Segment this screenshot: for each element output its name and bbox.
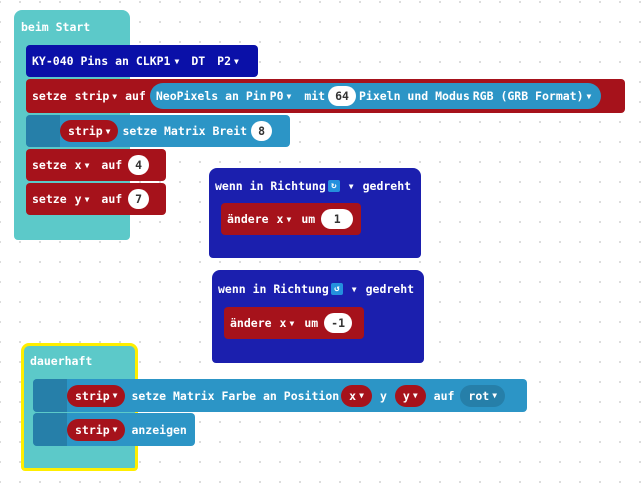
strip-var-value: strip — [75, 388, 110, 403]
by-label: um — [304, 316, 319, 330]
set-label: setze — [32, 158, 67, 172]
chevron-down-icon: ▼ — [174, 56, 180, 66]
y-var-value: y — [402, 388, 410, 403]
neopixel-label: NeoPixels an Pin — [155, 89, 267, 103]
set-label: setze — [32, 89, 67, 103]
chevron-down-icon: ▼ — [112, 391, 118, 400]
chevron-down-icon: ▼ — [105, 126, 111, 136]
show-label: anzeigen — [131, 422, 187, 437]
ky040-label: KY-040 Pins an CLKP1 — [32, 54, 171, 68]
pixels-mode-label: Pixeln und Modus — [358, 89, 470, 103]
direction-dropdown[interactable]: ↺ ▼ — [329, 283, 357, 295]
dt-label: DT — [191, 54, 206, 68]
x-var-dropdown[interactable]: x ▼ — [280, 316, 295, 330]
chevron-down-icon: ▼ — [351, 284, 357, 294]
y-var-dropdown[interactable]: y ▼ — [75, 192, 90, 206]
x-var-value: x — [276, 212, 284, 226]
chevron-down-icon: ▼ — [112, 91, 118, 101]
on-turn-cw-header: wenn in Richtung ↻ ▼ gedreht — [215, 179, 411, 193]
direction-dropdown[interactable]: ↻ ▼ — [326, 180, 354, 192]
mode-dropdown[interactable]: RGB (GRB Format) ▼ — [473, 89, 592, 103]
set-label: setze — [32, 192, 67, 206]
chevron-down-icon: ▼ — [348, 181, 354, 191]
chevron-down-icon: ▼ — [492, 391, 498, 400]
mode-value: RGB (GRB Format) — [472, 89, 584, 103]
color-value: rot — [468, 388, 490, 403]
change-label: ändere — [230, 316, 272, 330]
by-label: um — [301, 212, 316, 226]
chevron-down-icon: ▼ — [359, 391, 364, 400]
y-var-value: y — [74, 192, 82, 206]
forever-label: dauerhaft — [30, 354, 93, 368]
x-var-value: x — [279, 316, 287, 330]
ky040-block[interactable]: KY-040 Pins an CLKP1 ▼ DT P2 ▼ — [26, 45, 258, 77]
to-label: auf — [101, 158, 123, 172]
strip-var-value: strip — [75, 422, 110, 437]
strip-var-value: strip — [68, 124, 103, 138]
change-value-input[interactable]: -1 — [324, 313, 353, 333]
on-turn-ccw-header: wenn in Richtung ↺ ▼ gedreht — [218, 282, 414, 296]
on-start-label: beim Start — [21, 20, 91, 34]
rotate-clockwise-icon: ↻ — [327, 180, 340, 192]
turned-label: gedreht — [365, 282, 415, 296]
strip-var-value: strip — [74, 89, 110, 103]
y-value-input[interactable]: 7 — [128, 189, 150, 209]
matrix-width-block[interactable]: strip ▼ setze Matrix Breit 8 — [26, 115, 290, 147]
set-color-label: setze Matrix Farbe an Position — [131, 388, 340, 403]
strip-show-block[interactable]: strip ▼ anzeigen — [33, 413, 195, 446]
block-notch — [26, 115, 60, 147]
clk-pin-dropdown[interactable]: ▼ — [174, 57, 179, 66]
rotate-counterclockwise-icon: ↺ — [330, 283, 343, 295]
chevron-down-icon: ▼ — [286, 91, 292, 101]
set-x-block[interactable]: setze x ▼ auf 4 — [26, 149, 166, 181]
change-label: ändere — [227, 212, 269, 226]
matrix-width-strip-var[interactable]: strip ▼ — [60, 120, 119, 142]
color-dropdown[interactable]: rot ▼ — [460, 384, 506, 407]
set-strip-block[interactable]: setze strip ▼ auf NeoPixels an Pin P0 ▼ … — [26, 79, 625, 113]
chevron-down-icon: ▼ — [412, 391, 418, 400]
chevron-down-icon: ▼ — [84, 194, 90, 204]
chevron-down-icon: ▼ — [112, 425, 118, 434]
pixel-count-input[interactable]: 64 — [328, 86, 356, 106]
pin-value: P0 — [269, 89, 284, 103]
block-notch — [33, 413, 67, 446]
x-var-dropdown[interactable]: x ▼ — [75, 158, 90, 172]
show-strip-var[interactable]: strip ▼ — [67, 418, 126, 441]
dt-pin-value: P2 — [217, 54, 232, 68]
on-turn-label: wenn in Richtung — [215, 179, 326, 193]
turned-label: gedreht — [362, 179, 412, 193]
strip-var-dropdown[interactable]: strip ▼ — [75, 89, 117, 103]
dt-pin-dropdown[interactable]: P2 ▼ — [217, 54, 239, 68]
pin-dropdown[interactable]: P0 ▼ — [270, 89, 292, 103]
set-color-strip-var[interactable]: strip ▼ — [67, 384, 126, 407]
with-label: mit — [304, 89, 326, 103]
chevron-down-icon: ▼ — [289, 318, 295, 328]
x-value-input[interactable]: 4 — [128, 155, 150, 175]
set-y-block[interactable]: setze y ▼ auf 7 — [26, 183, 166, 215]
matrix-width-label: setze Matrix Breit — [122, 124, 248, 138]
chevron-down-icon: ▼ — [234, 56, 239, 66]
x-var-value: x — [349, 388, 357, 403]
to-label: auf — [125, 89, 146, 103]
to-label: auf — [433, 388, 455, 403]
chevron-down-icon: ▼ — [84, 160, 90, 170]
matrix-width-input[interactable]: 8 — [251, 121, 273, 141]
chevron-down-icon: ▼ — [586, 91, 592, 101]
change-x-minus-block[interactable]: ändere x ▼ um -1 — [224, 307, 364, 339]
y-label: y — [379, 388, 387, 403]
chevron-down-icon: ▼ — [286, 214, 292, 224]
x-var-value: x — [74, 158, 82, 172]
to-label: auf — [101, 192, 123, 206]
x-var-reporter[interactable]: x ▼ — [341, 384, 372, 407]
y-var-reporter[interactable]: y ▼ — [394, 384, 426, 407]
neopixel-create-block[interactable]: NeoPixels an Pin P0 ▼ mit 64 Pixeln und … — [149, 83, 602, 109]
x-var-dropdown[interactable]: x ▼ — [277, 212, 292, 226]
block-notch — [33, 379, 67, 412]
change-x-plus-block[interactable]: ändere x ▼ um 1 — [221, 203, 361, 235]
change-value-input[interactable]: 1 — [321, 209, 354, 229]
set-matrix-color-block[interactable]: strip ▼ setze Matrix Farbe an Position x… — [33, 379, 527, 412]
on-turn-label: wenn in Richtung — [218, 282, 329, 296]
